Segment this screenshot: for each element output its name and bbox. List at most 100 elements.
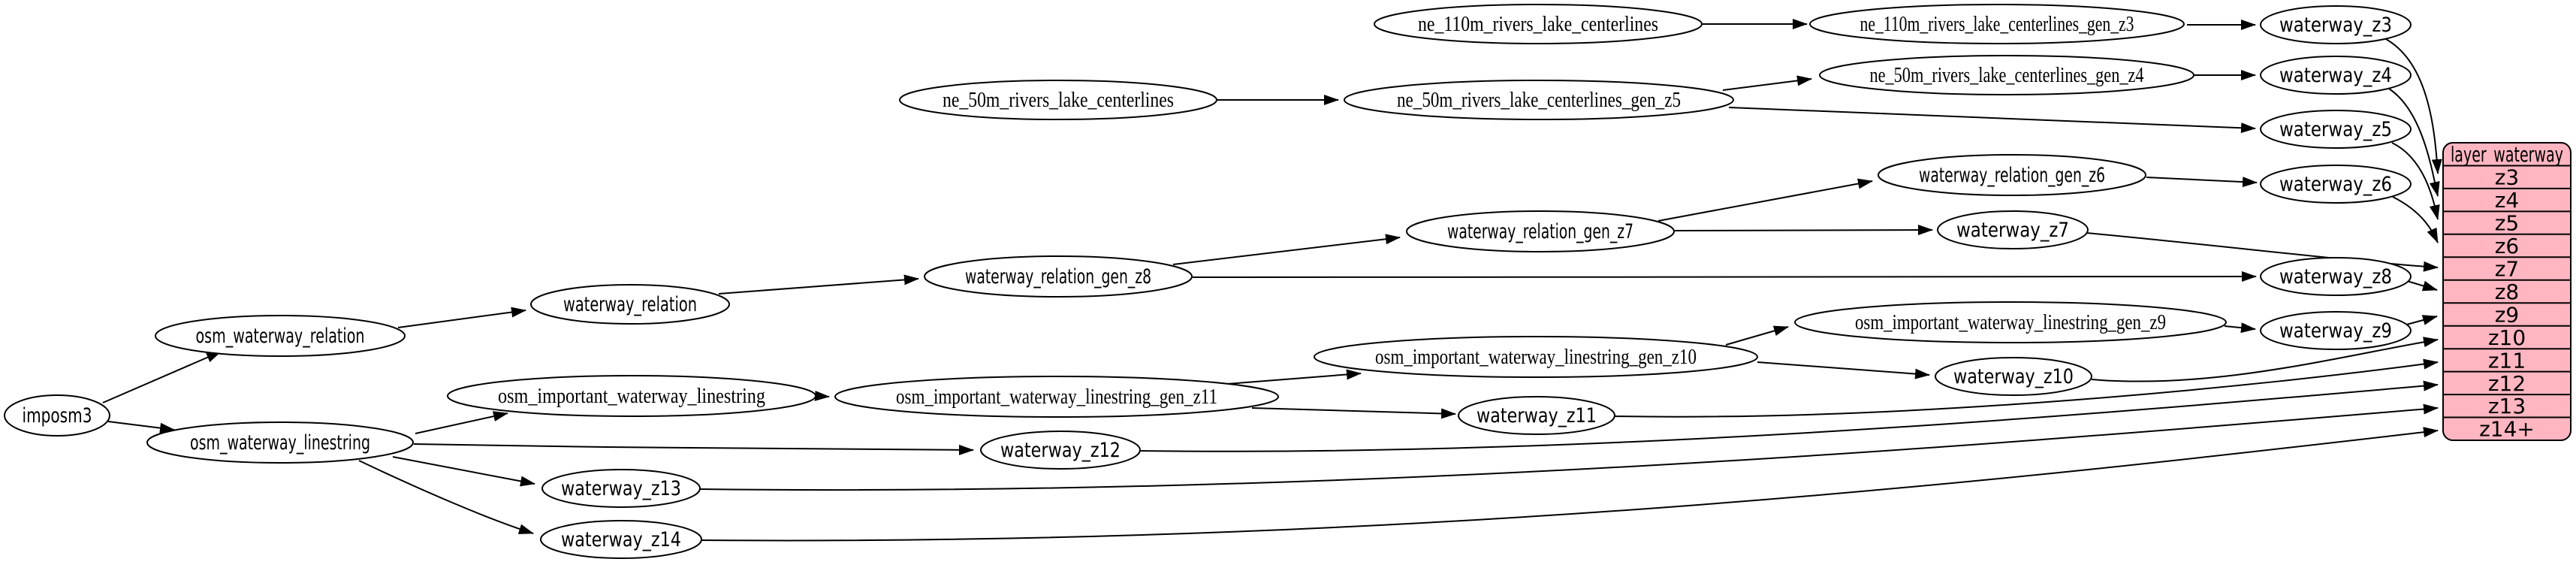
node-waterway_z3: waterway_z3 (2260, 5, 2412, 44)
node-waterway_z4: waterway_z4 (2260, 56, 2412, 95)
edge-waterway_relation_gen_z8--waterway_relation_gen_z7 (1172, 234, 1401, 265)
node-waterway_relation: waterway_relation (530, 284, 730, 325)
node-waterway_z14: waterway_z14 (540, 520, 702, 559)
node-ne_110m_rivers_lake_centerlines-label: ne_110m_rivers_lake_centerlines (1418, 13, 1658, 36)
edge-osm_important_waterway_linestring_gen_z9--waterway_z9 (2224, 322, 2256, 334)
record-row-z5: z5 (2495, 211, 2520, 236)
node-waterway_relation_gen_z8: waterway_relation_gen_z8 (924, 255, 1193, 298)
node-ne_50m_rivers_lake_centerlines_gen_z5: ne_50m_rivers_lake_centerlines_gen_z5 (1344, 80, 1734, 120)
edge-waterway_z3--layer_waterway-z3 (2384, 38, 2442, 174)
node-osm_important_waterway_linestring_gen_z11-label: osm_important_waterway_linestring_gen_z1… (896, 385, 1217, 409)
record-row-z9: z9 (2495, 302, 2520, 327)
edge-osm_waterway_linestring--waterway_z13 (392, 456, 535, 487)
edge-osm_important_waterway_linestring_gen_z10--waterway_z10 (1757, 361, 1930, 379)
edge-waterway_relation--waterway_relation_gen_z8 (718, 274, 919, 295)
edge-waterway_z10--layer_waterway-z10 (2091, 337, 2439, 382)
node-waterway_z11-label: waterway_z11 (1477, 404, 1597, 428)
node-waterway_relation_gen_z7: waterway_relation_gen_z7 (1406, 210, 1675, 252)
node-waterway_z4-label: waterway_z4 (2279, 64, 2392, 87)
node-osm_waterway_linestring-label: osm_waterway_linestring (190, 431, 370, 455)
node-waterway_relation_gen_z6-label: waterway_relation_gen_z6 (1919, 164, 2105, 187)
edge-ne_50m_rivers_lake_centerlines_gen_z5--ne_50m_rivers_lake_centerlines_gen_z4 (1722, 75, 1812, 91)
edge-osm_waterway_relation--waterway_relation (397, 307, 526, 328)
edge-osm_waterway_linestring--waterway_z14 (358, 460, 534, 534)
edge-waterway_z4--layer_waterway-z4 (2388, 88, 2440, 197)
record-row-z13: z13 (2488, 394, 2526, 418)
edge-waterway_z6--layer_waterway-z6 (2392, 196, 2439, 243)
record-row-z10: z10 (2488, 325, 2526, 350)
node-waterway_z13-label: waterway_z13 (561, 477, 681, 500)
node-osm_important_waterway_linestring_gen_z9-label: osm_important_waterway_linestring_gen_z9 (1855, 311, 2166, 334)
node-waterway_z10-label: waterway_z10 (1953, 365, 2074, 388)
record-row-z8: z8 (2495, 279, 2520, 304)
record-layer_waterway: layer_waterway z3 z4 z5 z6 z7 z8 z9 z10 … (2442, 142, 2571, 442)
record-row-z14plus: z14+ (2479, 417, 2535, 442)
edge-waterway_z14--layer_waterway-z14plus (701, 427, 2439, 542)
edge-osm_waterway_linestring--waterway_z12 (413, 443, 974, 455)
node-waterway_z8-label: waterway_z8 (2279, 265, 2392, 289)
record-row-z11: z11 (2488, 348, 2526, 373)
node-waterway_z14-label: waterway_z14 (561, 528, 681, 551)
record-row-z3: z3 (2495, 165, 2520, 190)
node-waterway_z7: waterway_z7 (1937, 210, 2089, 249)
record-row-z7: z7 (2495, 257, 2520, 282)
node-osm_waterway_relation-label: osm_waterway_relation (196, 325, 365, 348)
node-osm_important_waterway_linestring_gen_z11: osm_important_waterway_linestring_gen_z1… (834, 376, 1279, 418)
node-waterway_z12-label: waterway_z12 (1000, 439, 1121, 462)
node-imposm3: imposm3 (4, 394, 110, 437)
node-waterway_z5-label: waterway_z5 (2279, 118, 2392, 141)
node-ne_50m_rivers_lake_centerlines_gen_z5-label: ne_50m_rivers_lake_centerlines_gen_z5 (1397, 89, 1681, 112)
edge-ne_50m_rivers_lake_centerlines_gen_z5--waterway_z5 (1728, 107, 2256, 134)
node-ne_50m_rivers_lake_centerlines-label: ne_50m_rivers_lake_centerlines (943, 89, 1174, 112)
node-waterway_z6-label: waterway_z6 (2279, 173, 2392, 196)
node-ne_110m_rivers_lake_centerlines: ne_110m_rivers_lake_centerlines (1374, 4, 1703, 44)
record-row-z6: z6 (2495, 234, 2520, 258)
edge-waterway_relation_gen_z8--waterway_z8 (1192, 271, 2257, 282)
edge-imposm3--osm_waterway_linestring (107, 421, 175, 434)
node-ne_110m_rivers_lake_centerlines_gen_z3-label: ne_110m_rivers_lake_centerlines_gen_z3 (1860, 13, 2134, 36)
node-waterway_z12: waterway_z12 (980, 431, 1141, 470)
node-osm_waterway_linestring: osm_waterway_linestring (146, 421, 414, 464)
node-ne_50m_rivers_lake_centerlines: ne_50m_rivers_lake_centerlines (899, 80, 1217, 120)
node-osm_waterway_relation: osm_waterway_relation (155, 315, 406, 357)
node-waterway_relation_gen_z6: waterway_relation_gen_z6 (1878, 154, 2146, 196)
edge-imposm3--osm_waterway_relation (102, 351, 222, 403)
edge-waterway_relation_gen_z6--waterway_z6 (2146, 177, 2258, 188)
node-ne_50m_rivers_lake_centerlines_gen_z4-label: ne_50m_rivers_lake_centerlines_gen_z4 (1870, 64, 2144, 87)
edge-osm_important_waterway_linestring_gen_z11--osm_important_waterway_linestring_gen_z10 (1226, 369, 1362, 385)
node-waterway_z13: waterway_z13 (541, 469, 701, 508)
record-header-label: layer_waterway (2451, 142, 2563, 167)
node-ne_50m_rivers_lake_centerlines_gen_z4: ne_50m_rivers_lake_centerlines_gen_z4 (1819, 55, 2194, 95)
node-waterway_z5: waterway_z5 (2260, 110, 2412, 149)
edge-osm_waterway_linestring--osm_important_waterway_linestring (415, 411, 508, 434)
node-osm_important_waterway_linestring-label: osm_important_waterway_linestring (498, 385, 765, 408)
node-waterway_relation_gen_z7-label: waterway_relation_gen_z7 (1447, 220, 1633, 243)
node-waterway_relation_gen_z8-label: waterway_relation_gen_z8 (965, 265, 1151, 289)
node-waterway_z9: waterway_z9 (2260, 311, 2412, 350)
edge-waterway_relation_gen_z7--waterway_z7 (1674, 225, 1933, 236)
node-osm_important_waterway_linestring_gen_z10: osm_important_waterway_linestring_gen_z1… (1314, 336, 1758, 378)
edge-waterway_z7--layer_waterway-z7 (2086, 232, 2439, 272)
node-waterway_z3-label: waterway_z3 (2279, 14, 2392, 37)
record-row-z4: z4 (2495, 188, 2520, 213)
node-ne_110m_rivers_lake_centerlines_gen_z3: ne_110m_rivers_lake_centerlines_gen_z3 (1809, 4, 2185, 44)
edge-waterway_relation_gen_z7--waterway_relation_gen_z6 (1658, 178, 1873, 222)
edge-osm_important_waterway_linestring--osm_important_waterway_linestring_gen_z11 (814, 390, 830, 401)
edge-waterway_z5--layer_waterway-z5 (2391, 142, 2440, 220)
node-waterway_relation-label: waterway_relation (563, 293, 697, 316)
edge-group (102, 19, 2442, 542)
node-waterway_z10: waterway_z10 (1935, 357, 2092, 396)
edge-osm_important_waterway_linestring_gen_z11--waterway_z11 (1251, 407, 1456, 419)
node-waterway_z8: waterway_z8 (2260, 257, 2412, 296)
node-osm_important_waterway_linestring: osm_important_waterway_linestring (447, 375, 816, 417)
node-waterway_z9-label: waterway_z9 (2279, 319, 2392, 343)
node-waterway_z6: waterway_z6 (2260, 165, 2412, 204)
edge-osm_important_waterway_linestring_gen_z10--osm_important_waterway_linestring_gen_z9 (1725, 325, 1789, 346)
edge-waterway_z11--layer_waterway-z11 (1614, 358, 2439, 418)
node-osm_important_waterway_linestring_gen_z9: osm_important_waterway_linestring_gen_z9 (1794, 301, 2227, 343)
node-waterway_z11: waterway_z11 (1458, 396, 1615, 435)
node-imposm3-label: imposm3 (23, 404, 92, 428)
record-row-z12: z12 (2488, 371, 2526, 396)
